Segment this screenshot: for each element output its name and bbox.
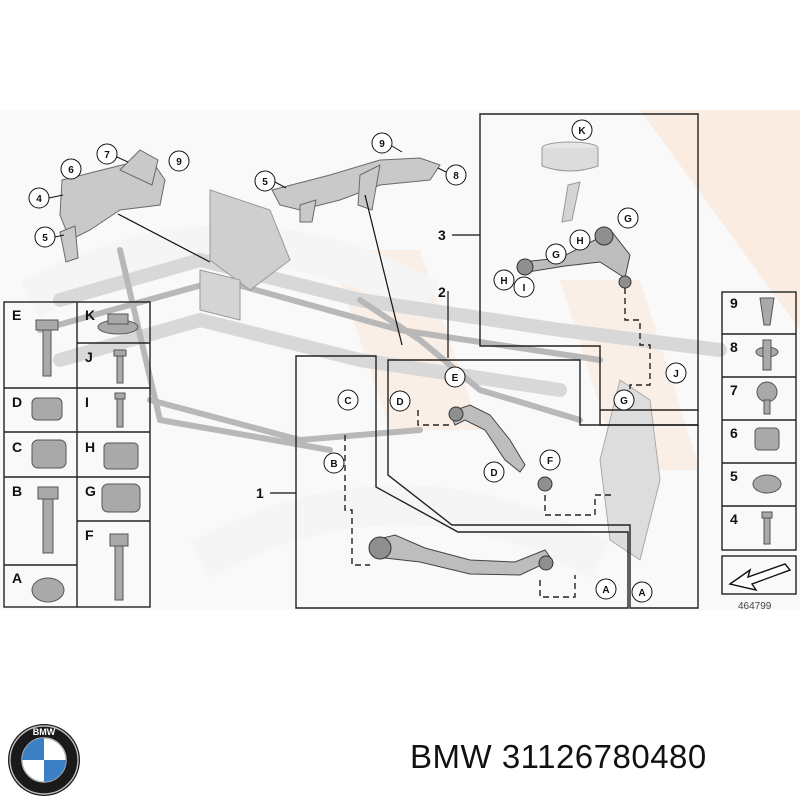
callout: I <box>513 276 535 298</box>
svg-text:E: E <box>12 307 21 323</box>
callout: 5 <box>254 170 276 192</box>
frame-callouts: 4 5 6 7 9 5 9 8 <box>28 132 467 248</box>
drawing-number: 464799 <box>738 601 772 612</box>
arrow-icon <box>721 555 797 595</box>
svg-text:B: B <box>12 483 22 499</box>
callout: A <box>595 578 617 600</box>
svg-text:K: K <box>85 307 95 323</box>
part-caption: BMW 31126780480 <box>410 738 707 776</box>
svg-text:8: 8 <box>453 171 459 182</box>
callout: D <box>389 390 411 412</box>
svg-text:J: J <box>673 369 679 380</box>
svg-text:8: 8 <box>730 339 738 355</box>
svg-text:3: 3 <box>438 227 446 243</box>
svg-text:I: I <box>523 283 526 294</box>
svg-text:I: I <box>85 394 89 410</box>
callout: 6 <box>60 158 82 180</box>
brand-name: BMW <box>410 738 493 775</box>
svg-text:7: 7 <box>104 150 110 161</box>
callout: F <box>539 449 561 471</box>
part-number: 31126780480 <box>501 738 707 775</box>
callout: K <box>571 119 593 141</box>
group-3-box: 3 <box>438 113 699 426</box>
svg-text:5: 5 <box>42 233 48 244</box>
svg-text:B: B <box>330 459 337 470</box>
group-1-box: 1 <box>256 355 629 609</box>
svg-text:J: J <box>85 349 93 365</box>
callout: 8 <box>445 164 467 186</box>
callout: 5 <box>34 226 56 248</box>
svg-text:7: 7 <box>730 382 738 398</box>
callout: 7 <box>96 143 118 165</box>
callout: G <box>617 207 639 229</box>
svg-text:5: 5 <box>730 468 738 484</box>
svg-text:9: 9 <box>176 157 182 168</box>
svg-text:1: 1 <box>256 485 264 501</box>
callout: 9 <box>371 132 393 154</box>
svg-text:BMW: BMW <box>33 727 56 737</box>
svg-text:C: C <box>344 396 351 407</box>
svg-text:H: H <box>576 236 583 247</box>
callout: 9 <box>168 150 190 172</box>
assembly-callouts: K G H G H I J G C B E D D F A A <box>323 119 687 603</box>
svg-text:D: D <box>12 394 22 410</box>
bracket-left <box>59 149 166 263</box>
svg-text:H: H <box>85 439 95 455</box>
left-legend: E K J D I C H B G F A <box>3 301 151 608</box>
bmw-logo: BMW <box>8 724 80 796</box>
svg-text:4: 4 <box>36 194 42 205</box>
svg-text:G: G <box>552 250 560 261</box>
callout: J <box>665 362 687 384</box>
svg-text:6: 6 <box>68 165 74 176</box>
callout: D <box>483 461 505 483</box>
svg-text:A: A <box>638 588 645 599</box>
callout: C <box>337 389 359 411</box>
group-2-box: 2 <box>387 284 699 609</box>
svg-text:A: A <box>602 585 609 596</box>
callout: E <box>444 366 466 388</box>
right-legend: 9 8 7 6 5 4 <box>721 291 797 551</box>
svg-text:D: D <box>490 468 497 479</box>
callout: G <box>613 389 635 411</box>
svg-text:G: G <box>624 214 632 225</box>
svg-text:F: F <box>85 527 94 543</box>
svg-text:9: 9 <box>730 295 738 311</box>
callout: A <box>631 581 653 603</box>
svg-text:E: E <box>452 373 459 384</box>
callout: B <box>323 452 345 474</box>
svg-text:C: C <box>12 439 22 455</box>
callout: 4 <box>28 187 50 209</box>
svg-text:5: 5 <box>262 177 268 188</box>
leader-lines <box>117 194 480 494</box>
svg-text:6: 6 <box>730 425 738 441</box>
svg-text:H: H <box>500 276 507 287</box>
svg-text:A: A <box>12 570 22 586</box>
svg-text:G: G <box>85 483 96 499</box>
svg-text:F: F <box>547 456 553 467</box>
svg-text:G: G <box>620 396 628 407</box>
svg-text:D: D <box>396 397 403 408</box>
svg-text:K: K <box>578 126 586 137</box>
svg-text:9: 9 <box>379 139 385 150</box>
callout: H <box>569 229 591 251</box>
svg-text:4: 4 <box>730 511 738 527</box>
svg-text:2: 2 <box>438 284 446 300</box>
bracket-right <box>271 157 441 223</box>
callout: G <box>545 243 567 265</box>
callout: H <box>493 269 515 291</box>
